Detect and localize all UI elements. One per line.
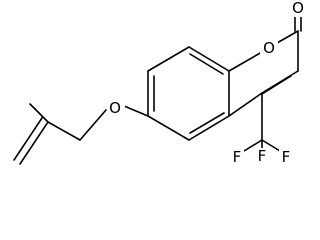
bond-o1-c2 (276, 30, 299, 44)
bond-o-ch2 (79, 109, 107, 141)
bond-c-ch2-double-a (19, 121, 49, 165)
bond-c-methyl (29, 103, 49, 123)
bond-c3-c4-inner (261, 75, 292, 95)
trifluoromethyl-group (243, 92, 281, 152)
carbonyl-oxygen-label: O (292, 0, 304, 17)
bond-c8a-c8 (147, 46, 190, 72)
bond-c6-c5 (188, 115, 230, 141)
bond-c4a-c8a-inner (189, 53, 224, 75)
bond-c8a-o1 (228, 51, 263, 72)
atom-labels: O O O F F F (107, 0, 304, 166)
bond-ch2-c (47, 121, 81, 141)
methallyl-ether-chain (13, 103, 149, 165)
ring-oxygen-label: O (263, 39, 275, 57)
fluorine-bottom-label: F (233, 148, 242, 166)
bond-cf3-f-left (243, 139, 263, 152)
structure-drawing: O O O F F F (13, 0, 304, 166)
bond-c4a-c8a (188, 46, 230, 72)
bond-c-ch2-double-b (13, 117, 43, 161)
bond-c7-o-ether (123, 105, 149, 117)
ether-oxygen-label: O (109, 99, 121, 117)
bond-c6-c5-inner (189, 112, 225, 134)
bond-c7-c6 (147, 115, 190, 141)
bond-c4-c4a (228, 92, 263, 117)
fluorine-top-label: F (258, 147, 267, 165)
bond-cf3-f-right (261, 139, 281, 152)
pyranone-ring (228, 14, 302, 117)
benzene-ring (147, 46, 230, 141)
molecule-diagram: O O O F F F (13, 0, 304, 166)
fluorine-right-label: F (282, 148, 291, 166)
